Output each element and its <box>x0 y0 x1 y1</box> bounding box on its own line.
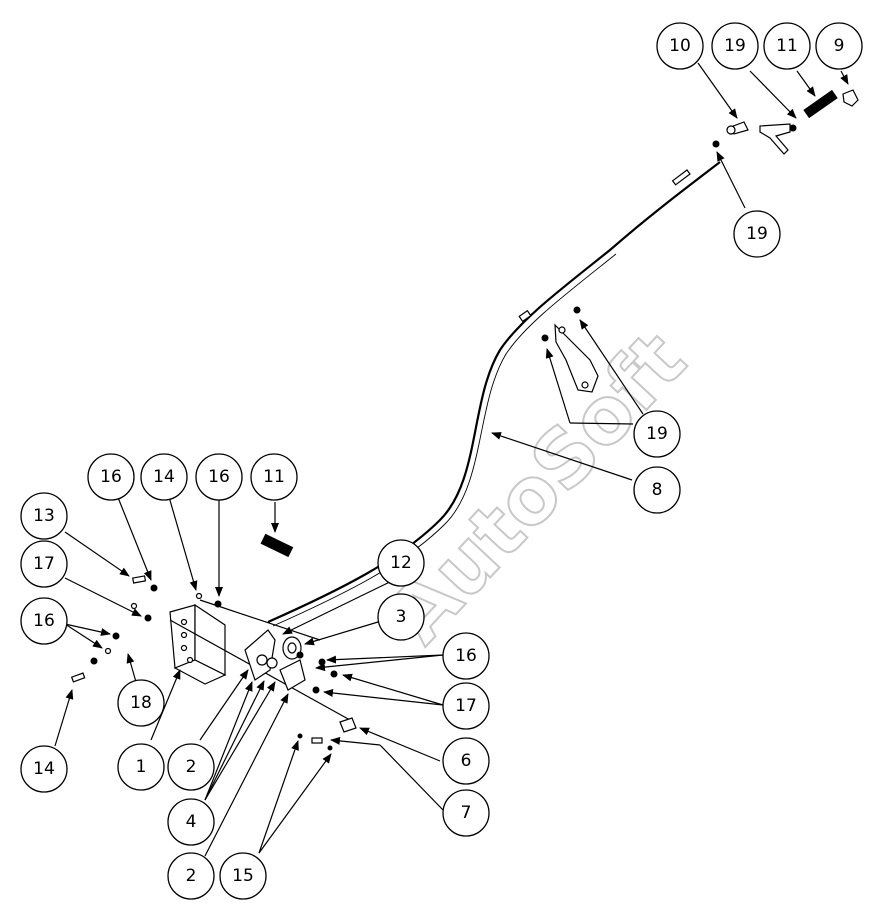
svg-text:9: 9 <box>834 36 845 56</box>
callout-16: 16 <box>442 632 490 680</box>
svg-text:11: 11 <box>776 36 798 56</box>
svg-text:11: 11 <box>263 467 285 487</box>
callout-1: 1 <box>117 743 165 791</box>
callout-labels: 10 19 11 9 19 19 8 16 <box>20 22 863 900</box>
callout-17: 17 <box>20 540 68 588</box>
upper-linkage-parts <box>712 89 859 155</box>
svg-text:4: 4 <box>186 812 197 832</box>
callout-9: 9 <box>815 22 863 70</box>
callout-19: 19 <box>733 210 781 258</box>
svg-text:13: 13 <box>33 506 55 526</box>
callout-17: 17 <box>442 682 490 730</box>
svg-text:8: 8 <box>652 480 663 500</box>
svg-text:17: 17 <box>33 554 55 574</box>
callout-19: 19 <box>633 410 681 458</box>
svg-text:15: 15 <box>232 866 254 886</box>
callout-2: 2 <box>167 852 215 900</box>
svg-text:19: 19 <box>724 36 746 56</box>
callout-16: 16 <box>195 453 243 501</box>
svg-text:14: 14 <box>153 467 175 487</box>
callout-18: 18 <box>117 679 165 727</box>
callout-16: 16 <box>87 453 135 501</box>
svg-text:17: 17 <box>455 696 477 716</box>
callout-10: 10 <box>656 22 704 70</box>
svg-text:10: 10 <box>669 36 691 56</box>
svg-text:16: 16 <box>208 467 230 487</box>
svg-text:14: 14 <box>33 759 55 779</box>
svg-text:18: 18 <box>130 693 152 713</box>
callout-3: 3 <box>377 593 425 641</box>
svg-text:12: 12 <box>390 553 412 573</box>
lower-bracket-assembly <box>169 599 357 733</box>
callout-13: 13 <box>20 492 68 540</box>
callout-14: 14 <box>140 453 188 501</box>
fasteners <box>70 575 338 751</box>
leader-lines <box>54 62 849 857</box>
callout-15: 15 <box>219 852 267 900</box>
svg-text:6: 6 <box>461 751 472 771</box>
callout-11: 11 <box>763 22 811 70</box>
svg-text:16: 16 <box>33 611 55 631</box>
svg-text:7: 7 <box>461 803 472 823</box>
svg-text:2: 2 <box>186 866 197 886</box>
callout-6: 6 <box>442 737 490 785</box>
callout-16: 16 <box>20 597 68 645</box>
callout-12: 12 <box>377 539 425 587</box>
middle-bracket <box>541 306 599 393</box>
callout-2: 2 <box>167 743 215 791</box>
svg-text:16: 16 <box>100 467 122 487</box>
callout-7: 7 <box>442 789 490 837</box>
svg-text:2: 2 <box>186 757 197 777</box>
callout-11: 11 <box>250 453 298 501</box>
callout-4: 4 <box>167 798 215 846</box>
svg-text:1: 1 <box>136 757 147 777</box>
spring-lower <box>260 533 294 558</box>
svg-text:16: 16 <box>455 646 477 666</box>
callout-19: 19 <box>711 22 759 70</box>
svg-text:19: 19 <box>646 424 668 444</box>
callout-14: 14 <box>20 745 68 793</box>
callout-8: 8 <box>633 466 681 514</box>
svg-text:19: 19 <box>746 224 768 244</box>
svg-text:3: 3 <box>396 607 407 627</box>
